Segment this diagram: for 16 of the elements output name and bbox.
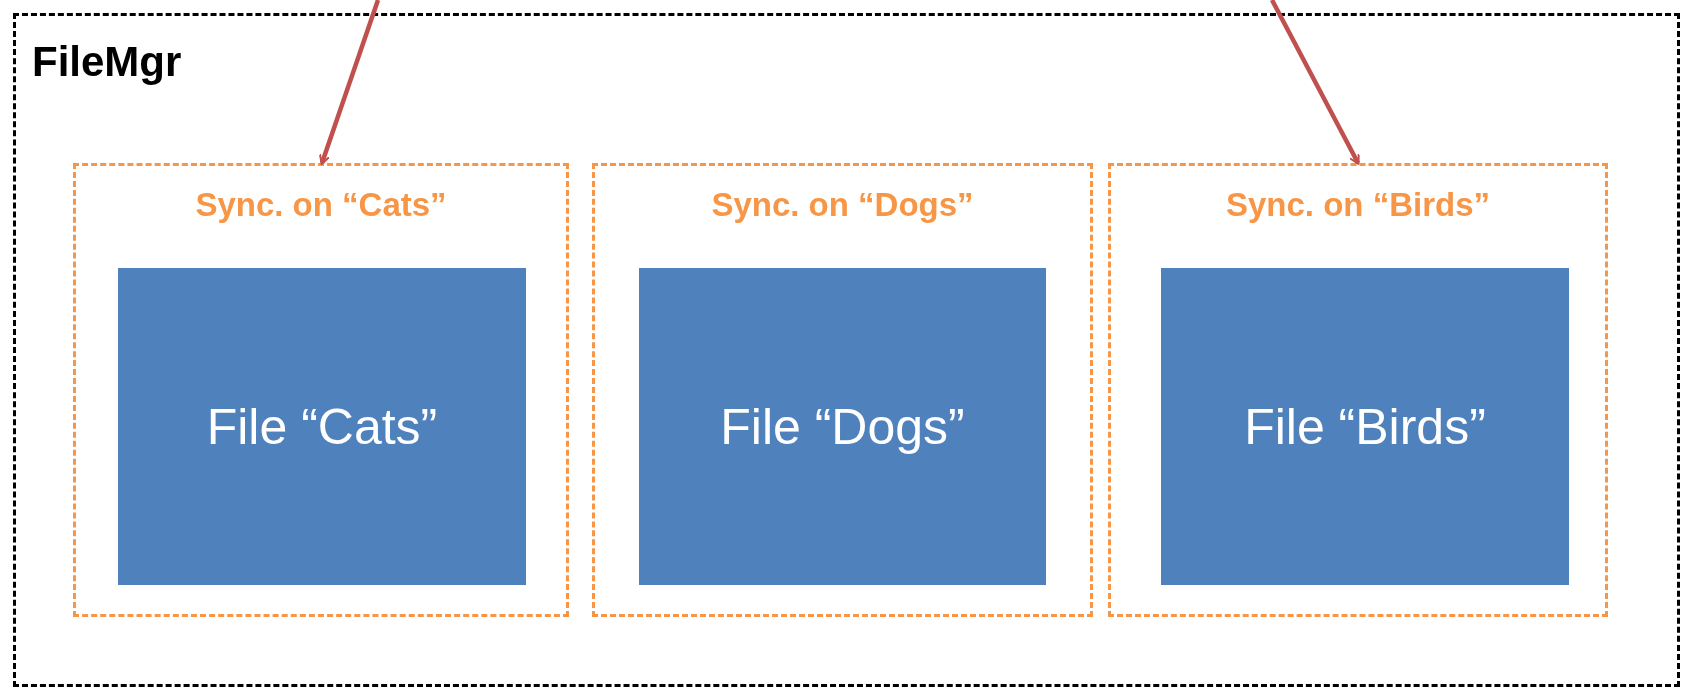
group-heading: Sync. on “Birds” xyxy=(1224,186,1492,224)
arrow xyxy=(1270,0,1360,165)
group-heading: Sync. on “Cats” xyxy=(194,186,448,224)
arrow xyxy=(318,0,381,165)
box-label: File “Birds” xyxy=(1244,397,1486,456)
dashed-container xyxy=(13,13,1680,687)
dashed-group-box xyxy=(1108,163,1608,617)
file-box xyxy=(1161,268,1569,585)
dashed-group-box xyxy=(592,163,1093,617)
dashed-group-box xyxy=(73,163,569,617)
file-box xyxy=(118,268,526,585)
group-heading: Sync. on “Dogs” xyxy=(710,186,975,224)
file-box xyxy=(639,268,1046,585)
box-label: File “Cats” xyxy=(206,397,438,456)
container-title: FileMgr xyxy=(32,38,182,86)
box-label: File “Dogs” xyxy=(720,397,965,456)
